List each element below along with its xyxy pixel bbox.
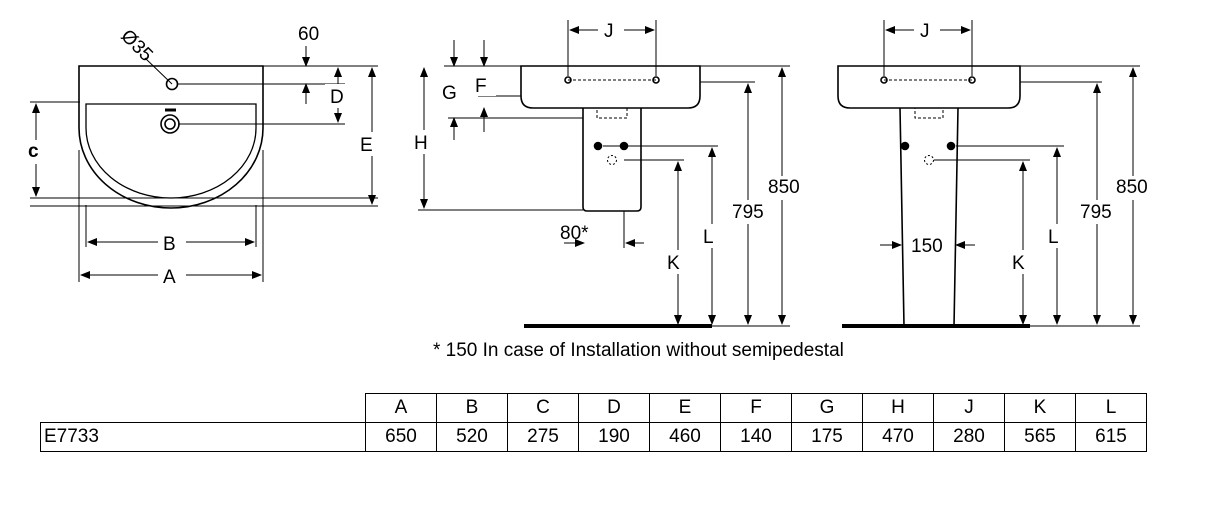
value-cell-A: 650 (365, 422, 437, 452)
header-cell-G: G (791, 393, 863, 423)
label-D: D (330, 87, 344, 108)
installation-note: * 150 In case of Installation without se… (433, 340, 844, 361)
front-view (837, 20, 1140, 328)
header-cell-K: K (1004, 393, 1076, 423)
label-795-front: 795 (1080, 202, 1112, 223)
label-K-front: K (1012, 253, 1025, 274)
basin-outline (78, 65, 264, 209)
header-cell-E: E (649, 393, 721, 423)
bowl-inner-outline (85, 103, 257, 199)
label-850-side: 850 (768, 177, 800, 198)
dimensions-table: A B C D E F G H J K L E7733 650 520 275 … (40, 393, 1147, 452)
value-cell-F: 140 (720, 422, 792, 452)
header-cell-L: L (1075, 393, 1147, 423)
header-cell-B: B (436, 393, 508, 423)
label-dim-60: 60 (298, 24, 319, 45)
label-795-side: 795 (732, 202, 764, 223)
side-view-labels: J G F H 80* K L 795 850 (412, 18, 808, 274)
header-cell-C: C (507, 393, 579, 423)
top-view-labels: Ø35 60 D E c B A (24, 24, 384, 288)
label-H: H (414, 133, 428, 154)
label-L-side: L (703, 227, 714, 248)
label-L-front: L (1048, 227, 1059, 248)
pedestal-front (899, 107, 959, 327)
table-header-row: A B C D E F G H J K L (40, 393, 1147, 423)
header-blank-cell (40, 393, 366, 423)
label-dim-150: 150 (911, 236, 943, 257)
front-view-labels: J 150 K L 795 850 (908, 18, 1157, 274)
label-dim-80: 80* (560, 223, 589, 244)
value-cell-G: 175 (791, 422, 863, 452)
table-row: E7733 650 520 275 190 460 140 175 470 28… (40, 422, 1147, 452)
value-cell-E: 460 (649, 422, 721, 452)
tap-hole (165, 77, 179, 91)
header-cell-J: J (933, 393, 1005, 423)
value-cell-B: 520 (436, 422, 508, 452)
model-cell: E7733 (40, 422, 366, 452)
value-cell-K: 565 (1004, 422, 1076, 452)
label-diameter-35: Ø35 (116, 26, 156, 66)
basin-front-outline (837, 65, 1021, 109)
drain-outer (160, 114, 180, 134)
label-A: A (163, 267, 176, 288)
semipedestal-side (582, 108, 642, 212)
header-cell-F: F (720, 393, 792, 423)
value-cell-J: 280 (933, 422, 1005, 452)
value-cell-H: 470 (862, 422, 934, 452)
value-cell-C: 275 (507, 422, 579, 452)
side-view (418, 20, 790, 328)
label-E: E (360, 135, 373, 156)
label-c: c (28, 141, 39, 162)
label-B: B (163, 234, 176, 255)
value-cell-L: 615 (1075, 422, 1147, 452)
label-F: F (475, 76, 487, 97)
header-cell-H: H (862, 393, 934, 423)
value-cell-D: 190 (578, 422, 650, 452)
label-J-side: J (604, 21, 614, 42)
label-J-front: J (920, 21, 930, 42)
label-850-front: 850 (1116, 177, 1148, 198)
label-G: G (442, 83, 457, 104)
top-view (30, 46, 378, 282)
header-cell-D: D (578, 393, 650, 423)
label-K-side: K (667, 253, 680, 274)
basin-side-outline (520, 65, 701, 109)
header-cell-A: A (365, 393, 437, 423)
drain-inner (164, 118, 176, 130)
